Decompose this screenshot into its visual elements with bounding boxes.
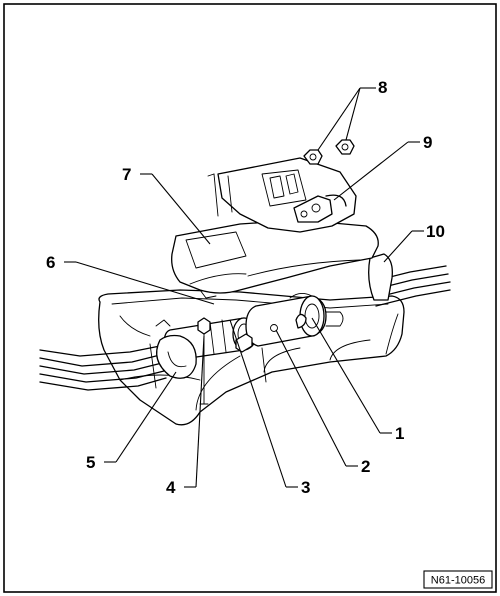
fuel-lines-left [39, 319, 197, 391]
callout-8: 8 [378, 78, 387, 97]
callout-7: 7 [122, 165, 131, 184]
callout-2: 2 [361, 457, 370, 476]
sender-bracket [207, 157, 357, 233]
callout-6: 6 [46, 253, 55, 272]
figure-code: N61-10056 [431, 575, 485, 587]
leader-lines [64, 87, 424, 488]
callout-1: 1 [395, 424, 404, 443]
upper-shield [171, 219, 379, 299]
hex-nuts [303, 139, 355, 165]
fuel-tank [98, 289, 405, 426]
callout-4: 4 [166, 478, 176, 497]
callout-9: 9 [423, 133, 432, 152]
pump-housing [245, 293, 344, 347]
callout-10: 10 [426, 222, 445, 241]
diagram-frame [3, 3, 497, 593]
callout-5: 5 [86, 453, 95, 472]
figure-code-box: N61-10056 [423, 570, 493, 589]
callout-3: 3 [301, 478, 310, 497]
fuel-lines-right [368, 253, 451, 307]
bracket-clips [197, 317, 253, 405]
